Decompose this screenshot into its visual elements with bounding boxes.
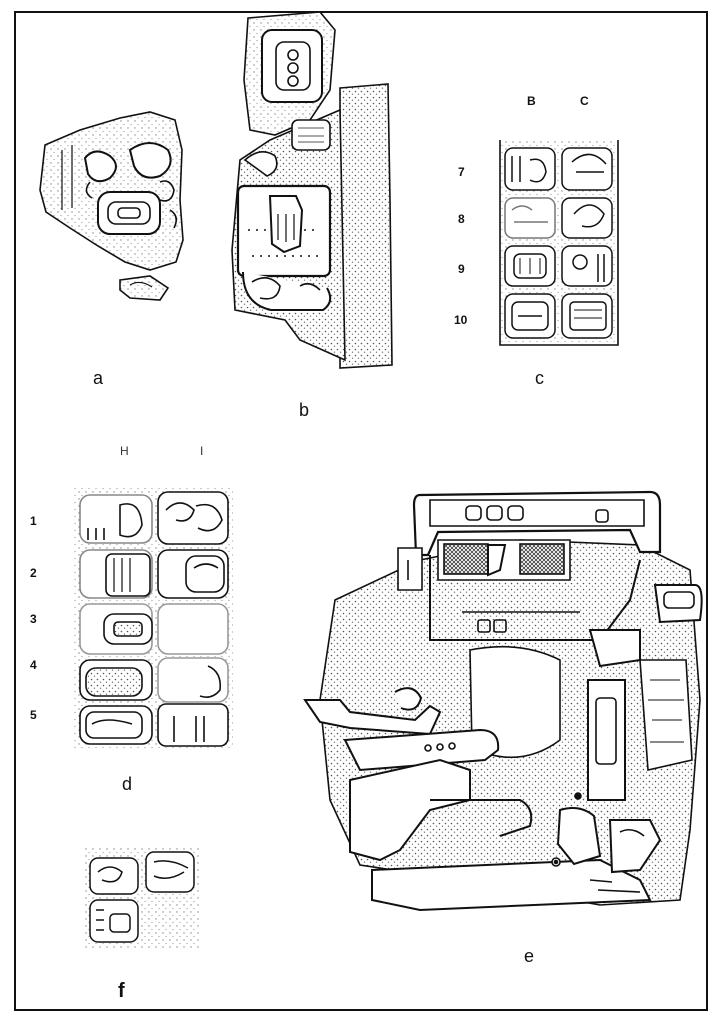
panel-label-a: a <box>93 368 104 388</box>
panel-f-inscription <box>84 848 199 948</box>
panel-label-f: f <box>118 980 125 1002</box>
panel-d-column-label: I <box>200 444 204 458</box>
panel-label-c: c <box>535 368 544 388</box>
panel-d-inscription <box>73 488 233 750</box>
panel-a-fragment <box>39 111 184 301</box>
panel-label-b: b <box>299 400 310 420</box>
panel-c-column-label: C <box>580 94 589 108</box>
panel-d-row-label: 1 <box>30 514 37 528</box>
panel-d-row-label: 2 <box>30 566 37 580</box>
panel-c-row-label: 8 <box>458 212 465 226</box>
figure-frame <box>14 11 708 1011</box>
panel-d-row-label: 4 <box>30 658 37 672</box>
panel-label-e: e <box>524 946 535 966</box>
panel-label-d: d <box>122 774 133 794</box>
panel-c-row-label: 7 <box>458 165 465 179</box>
panel-c-row-label: 9 <box>458 262 465 276</box>
panel-c-row-label: 10 <box>454 313 468 327</box>
panel-c-column-label: B <box>527 94 536 108</box>
panel-d-column-label: H <box>120 444 129 458</box>
panel-d-row-label: 3 <box>30 612 37 626</box>
panel-e-large-glyph <box>303 490 703 912</box>
panel-c-inscription <box>499 140 619 346</box>
panel-b-stela-fragment <box>231 11 393 369</box>
panel-d-row-label: 5 <box>30 708 37 722</box>
